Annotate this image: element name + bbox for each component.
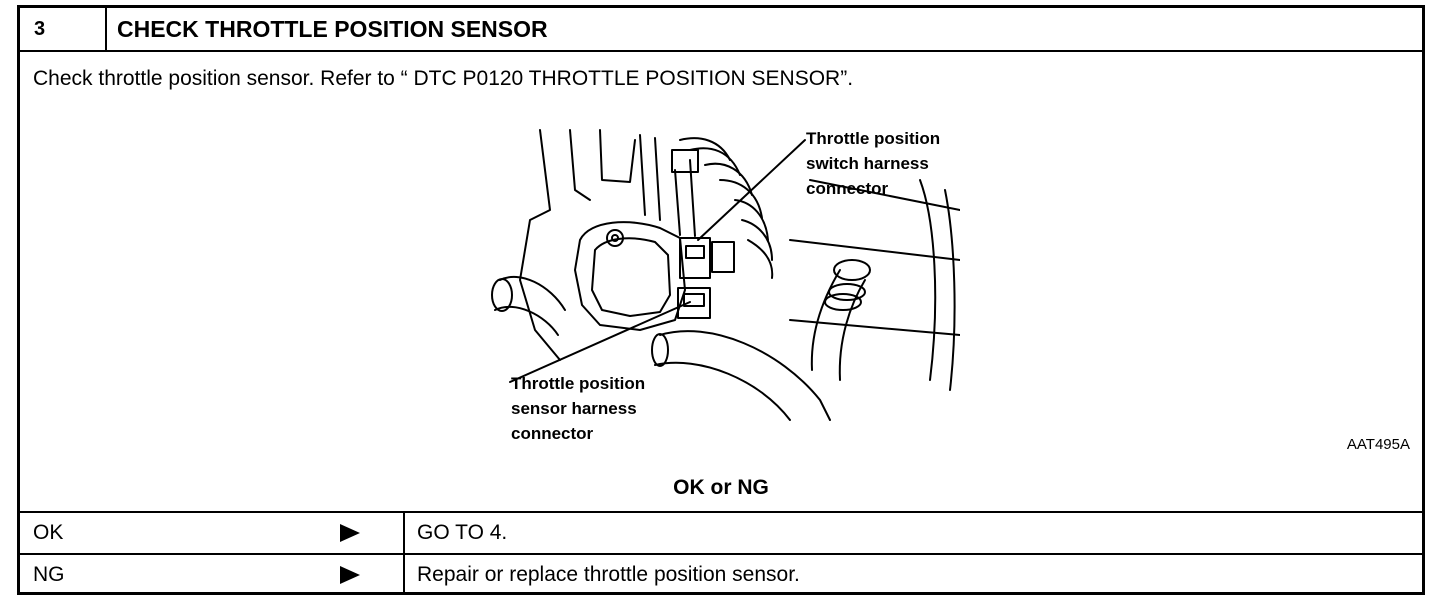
callout-top-line-3: connector xyxy=(806,179,889,198)
step-header: 3 CHECK THROTTLE POSITION SENSOR xyxy=(20,8,1422,52)
callout-bottom-line-3: connector xyxy=(511,424,594,443)
callout-bottom-line-1: Throttle position xyxy=(511,374,646,393)
step-number: 3 xyxy=(20,8,107,50)
step-title: CHECK THROTTLE POSITION SENSOR xyxy=(117,16,548,42)
result-label: NG xyxy=(33,563,65,586)
result-row-ok: OK GO TO 4. xyxy=(20,511,1422,553)
result-action: Repair or replace throttle position sens… xyxy=(403,555,1422,595)
result-question: OK or NG xyxy=(673,476,769,499)
figure-code: AAT495A xyxy=(1346,436,1410,453)
callout-bottom-line-2: sensor harness xyxy=(511,399,637,418)
callout-switch-connector: Throttle position switch harness connect… xyxy=(806,126,940,201)
callout-top-line-2: switch harness xyxy=(806,154,929,173)
instruction-text: Check throttle position sensor. Refer to… xyxy=(33,67,854,90)
result-label: OK xyxy=(33,521,64,544)
right-triangle-arrow-icon xyxy=(340,524,360,542)
right-triangle-arrow-icon xyxy=(340,566,360,584)
result-action: GO TO 4. xyxy=(403,513,1422,553)
engine-illustration xyxy=(490,120,960,440)
callout-top-line-1: Throttle position xyxy=(806,129,941,148)
callout-sensor-connector: Throttle position sensor harness connect… xyxy=(511,371,645,446)
throttle-body-drawing xyxy=(491,129,960,421)
result-row-ng: NG Repair or replace throttle position s… xyxy=(20,553,1422,595)
procedure-table: 3 CHECK THROTTLE POSITION SENSOR Check t… xyxy=(17,5,1425,595)
